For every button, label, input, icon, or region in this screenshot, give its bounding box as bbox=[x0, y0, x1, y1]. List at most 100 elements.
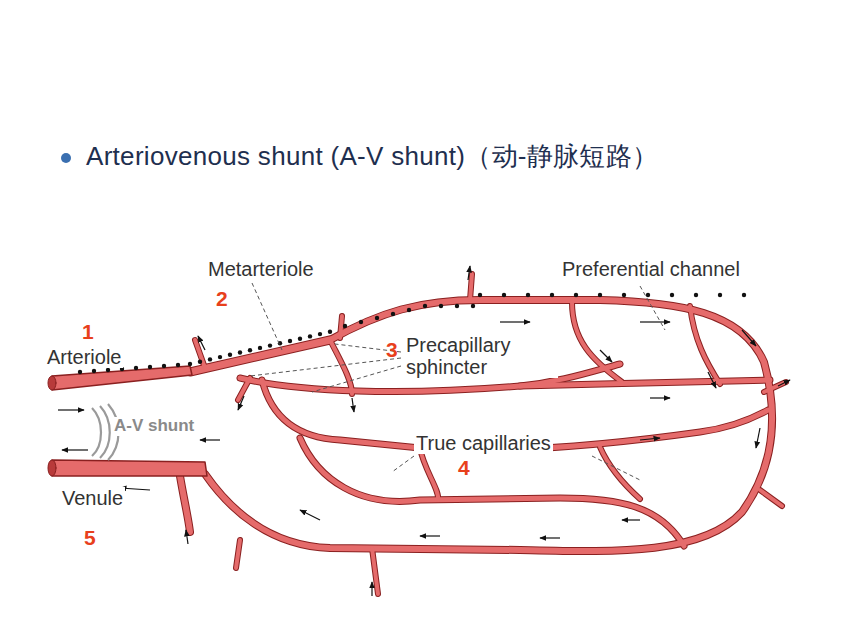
vessel bbox=[300, 438, 684, 546]
flow-arrow bbox=[622, 519, 640, 520]
flow-arrow bbox=[352, 398, 354, 412]
arteriole-end bbox=[48, 376, 56, 390]
flow-arrow bbox=[62, 449, 88, 450]
part-label: Preferential channel bbox=[560, 258, 742, 280]
flow-arrow bbox=[778, 380, 790, 386]
flow-arrow bbox=[300, 510, 320, 520]
muscle-dot bbox=[622, 293, 626, 297]
muscle-dot bbox=[92, 369, 96, 373]
vessel-outline bbox=[760, 490, 782, 506]
vessel-outline bbox=[190, 340, 330, 372]
muscle-dot bbox=[228, 353, 232, 357]
muscle-dot bbox=[176, 363, 180, 367]
vessel-outline bbox=[600, 447, 640, 499]
flow-arrow bbox=[186, 530, 188, 544]
venule bbox=[52, 460, 207, 476]
vessel-outline bbox=[236, 540, 240, 568]
flow-arrow bbox=[640, 438, 660, 440]
vessel-outline bbox=[340, 316, 342, 338]
callout-number: 2 bbox=[216, 287, 228, 310]
flow-arrow bbox=[58, 409, 84, 410]
muscle-dot bbox=[162, 364, 166, 368]
flow-arrow bbox=[200, 439, 220, 440]
muscle-dot bbox=[198, 360, 202, 364]
flow-arrow bbox=[600, 350, 612, 362]
muscle-dot bbox=[502, 293, 506, 297]
vessel-outline bbox=[300, 438, 684, 546]
vessel bbox=[180, 476, 190, 532]
muscle-dot bbox=[218, 355, 222, 359]
flow-arrow bbox=[500, 321, 530, 322]
muscle-dot bbox=[148, 365, 152, 369]
callout-number: 5 bbox=[84, 526, 96, 549]
vessel bbox=[520, 380, 770, 386]
muscle-dot bbox=[670, 293, 674, 297]
vessel bbox=[340, 316, 342, 338]
muscle-dot bbox=[188, 362, 192, 366]
muscle-dot bbox=[288, 339, 292, 343]
muscle-dot bbox=[359, 320, 363, 324]
muscle-dot bbox=[598, 293, 602, 297]
part-label: Arteriole bbox=[45, 346, 123, 368]
muscle-dot bbox=[423, 304, 427, 308]
vessel-outline bbox=[205, 300, 772, 551]
vessel bbox=[420, 448, 438, 500]
muscle-dot bbox=[328, 330, 332, 334]
muscle-dot bbox=[308, 334, 312, 338]
part-label: Venule bbox=[60, 487, 125, 509]
muscle-dot bbox=[646, 293, 650, 297]
bullet bbox=[61, 153, 71, 163]
vessel bbox=[690, 306, 720, 384]
callout-number: 3 bbox=[386, 338, 398, 361]
muscle-dot bbox=[455, 304, 459, 308]
vessel-outline bbox=[372, 548, 378, 594]
vessel bbox=[470, 274, 472, 300]
flow-arrow bbox=[742, 330, 756, 346]
vessel-outline bbox=[420, 448, 438, 500]
flow-arrow bbox=[708, 372, 716, 388]
vessel bbox=[372, 548, 378, 594]
muscle-dot bbox=[238, 350, 242, 354]
muscle-dot bbox=[134, 366, 138, 370]
flow-arrow bbox=[650, 397, 670, 398]
vessel bbox=[205, 300, 772, 551]
muscle-dot bbox=[375, 316, 379, 320]
muscle-dot bbox=[298, 337, 302, 341]
flow-arrow bbox=[756, 428, 760, 448]
muscle-dot bbox=[258, 346, 262, 350]
muscle-dot bbox=[718, 293, 722, 297]
muscle-dot bbox=[208, 357, 212, 361]
muscle-dot bbox=[526, 293, 530, 297]
vessel-outline bbox=[195, 340, 205, 368]
flow-arrow bbox=[371, 582, 372, 596]
part-label: Metarteriole bbox=[206, 258, 316, 280]
vessel bbox=[190, 340, 330, 372]
muscle-dot bbox=[471, 304, 475, 308]
muscle-dot bbox=[742, 293, 746, 297]
flow-arrow bbox=[640, 321, 670, 322]
flow-arrow bbox=[420, 535, 440, 536]
part-label: True capillaries bbox=[414, 432, 553, 454]
muscle-dot bbox=[439, 304, 443, 308]
muscle-dot bbox=[248, 348, 252, 352]
leader-lines bbox=[250, 283, 665, 480]
vessel bbox=[760, 490, 782, 506]
muscle-dot bbox=[78, 370, 82, 374]
callout-number: 4 bbox=[458, 456, 470, 479]
vessel-outline bbox=[470, 274, 472, 300]
muscle-dot bbox=[694, 293, 698, 297]
callout-number: 1 bbox=[82, 320, 94, 343]
vessel bbox=[236, 540, 240, 568]
flow-arrow bbox=[238, 396, 244, 410]
venule-end bbox=[48, 460, 56, 476]
muscle-dot bbox=[268, 343, 272, 347]
muscle-dot bbox=[550, 293, 554, 297]
muscle-dot bbox=[106, 368, 110, 372]
muscle-dot bbox=[407, 308, 411, 312]
part-label: A-V shunt bbox=[112, 417, 196, 436]
part-label: Precapillary sphincter bbox=[404, 334, 558, 378]
flow-arrow bbox=[468, 266, 470, 280]
vessel-outline bbox=[180, 476, 190, 532]
flow-arrow bbox=[198, 336, 205, 350]
muscle-dot bbox=[343, 324, 347, 328]
